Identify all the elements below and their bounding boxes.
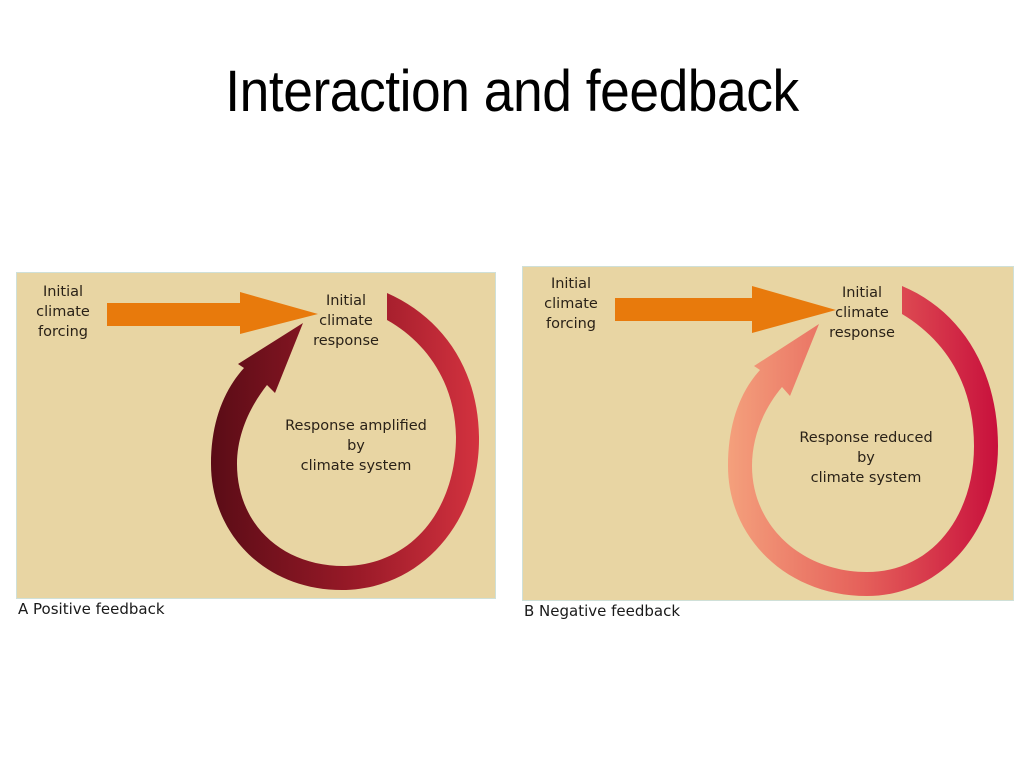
- feedback-loop-arrow-icon: [211, 293, 480, 591]
- response-label-line: climate: [835, 305, 889, 321]
- loop-label-line: Response reduced: [799, 430, 933, 446]
- response-label: Initial climate response: [306, 291, 386, 351]
- loop-label-line: by: [347, 438, 365, 454]
- panel-positive-feedback: Initial climate forcing Initial climate …: [16, 272, 496, 622]
- forcing-label-line: climate: [544, 296, 598, 312]
- forcing-label-line: forcing: [545, 316, 596, 332]
- forcing-label-line: forcing: [37, 324, 88, 340]
- forcing-label: Initial climate forcing: [536, 274, 606, 334]
- response-label: Initial climate response: [821, 283, 903, 343]
- response-label-line: Initial: [841, 285, 883, 301]
- forcing-label-line: Initial: [550, 276, 592, 292]
- forcing-arrow-icon: [107, 292, 318, 334]
- loop-label: Response amplified by climate system: [266, 416, 446, 476]
- response-label-line: Initial: [325, 293, 367, 309]
- forcing-label: Initial climate forcing: [28, 282, 98, 342]
- response-label-line: climate: [319, 313, 373, 329]
- loop-label-line: by: [857, 450, 875, 466]
- panel-negative-feedback: Initial climate forcing Initial climate …: [522, 266, 1014, 626]
- feedback-loop-arrow-icon: [728, 286, 998, 596]
- loop-label: Response reduced by climate system: [776, 428, 956, 488]
- panel-caption: B Negative feedback: [524, 602, 681, 620]
- forcing-label-line: climate: [36, 304, 90, 320]
- response-label-line: response: [313, 333, 379, 349]
- response-label-line: response: [829, 325, 895, 341]
- forcing-label-line: Initial: [42, 284, 84, 300]
- feedback-diagram-positive: [107, 292, 480, 591]
- slide-title: Interaction and feedback: [225, 59, 799, 124]
- forcing-arrow-icon: [615, 286, 836, 333]
- loop-label-line: Response amplified: [285, 418, 427, 434]
- loop-label-line: climate system: [810, 470, 922, 486]
- loop-label-line: climate system: [300, 458, 412, 474]
- panel-caption: A Positive feedback: [18, 600, 165, 618]
- feedback-diagram-negative: [615, 286, 998, 596]
